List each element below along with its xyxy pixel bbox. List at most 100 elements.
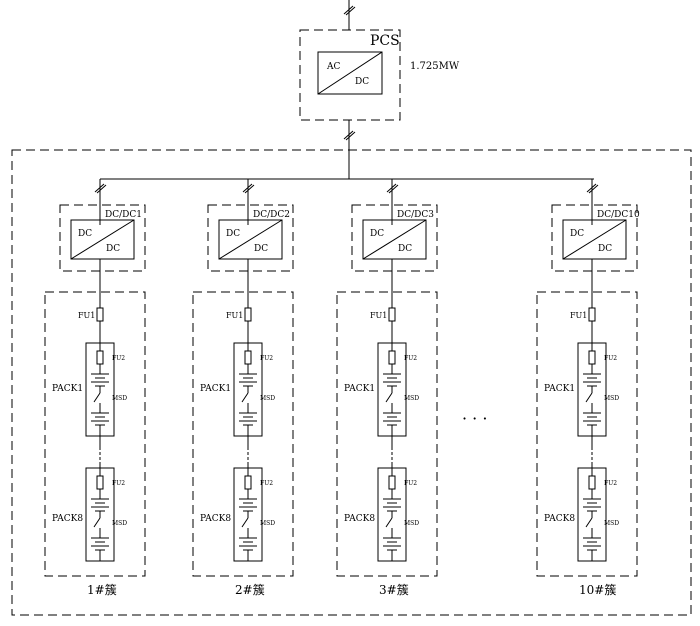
pack-top-fu2-label: FU2 <box>260 355 273 362</box>
pack-top-msd-switch <box>241 392 249 403</box>
pcs-title: PCS <box>370 33 400 49</box>
dcdc-converter-diagonal <box>362 219 427 260</box>
dcdc-label: DC/DC2 <box>253 210 290 220</box>
pack-bottom-fu2-label: FU2 <box>404 480 417 487</box>
branch-slash <box>94 183 105 193</box>
pcs-input-slash-2 <box>345 6 356 16</box>
pcs-output-slash-2 <box>345 131 356 141</box>
pack-top-fu2-fuse <box>96 350 104 365</box>
branch-slash <box>586 183 597 193</box>
pack-top-msd-label: MSD <box>260 395 275 402</box>
pack-bottom-msd-switch <box>241 517 249 528</box>
branch-slash <box>242 183 253 193</box>
pack-top-msd-label: MSD <box>604 395 619 402</box>
fu1-label: FU1 <box>78 311 95 320</box>
pcs-input-slash <box>343 5 354 15</box>
cluster-box <box>336 291 438 577</box>
dcdc-box <box>59 204 146 272</box>
dcdc-converter-box <box>562 219 627 260</box>
dcdc-out-label: DC <box>598 244 612 254</box>
dcdc-out-label: DC <box>106 244 120 254</box>
branch-slash-2 <box>588 184 599 194</box>
pack-top-fu2-label: FU2 <box>112 355 125 362</box>
cluster-box <box>192 291 294 577</box>
fu1-fuse <box>388 307 396 322</box>
dcdc-box <box>351 204 438 272</box>
dcdc-converter-diagonal <box>218 219 283 260</box>
pack-bottom-label: PACK8 <box>544 514 575 524</box>
branch-slash <box>386 183 397 193</box>
dcdc-label: DC/DC1 <box>105 210 142 220</box>
branch-slash-2 <box>96 184 107 194</box>
cluster-box <box>536 291 638 577</box>
pack-bottom-fu2-fuse <box>96 475 104 490</box>
pack-top-fu2-fuse <box>244 350 252 365</box>
cluster-label: 3#簇 <box>379 582 409 597</box>
cluster-label: 10#簇 <box>579 582 616 597</box>
pcs-box <box>299 29 401 121</box>
fu1-label: FU1 <box>226 311 243 320</box>
pack-bottom-msd-switch <box>585 517 593 528</box>
dcdc-converter-box <box>70 219 135 260</box>
dcdc-converter-box <box>362 219 427 260</box>
fu1-fuse <box>96 307 104 322</box>
dcdc-box <box>207 204 294 272</box>
cluster-ellipsis: · · · <box>462 409 487 428</box>
pcs-converter-in: AC <box>326 62 340 72</box>
pack-top-fu2-fuse <box>588 350 596 365</box>
pack-top-msd-switch <box>93 392 101 403</box>
pack-bottom-fu2-fuse <box>388 475 396 490</box>
pcs-converter-diagonal <box>317 51 383 95</box>
fu1-fuse <box>588 307 596 322</box>
pcs-output-slash <box>343 130 354 140</box>
dcdc-in-label: DC <box>226 229 240 239</box>
dcdc-in-label: DC <box>370 229 384 239</box>
dcdc-label: DC/DC3 <box>397 210 434 220</box>
pcs-rating: 1.725MW <box>410 61 460 72</box>
dcdc-in-label: DC <box>78 229 92 239</box>
branch-slash-2 <box>244 184 255 194</box>
pack-bottom-fu2-fuse <box>244 475 252 490</box>
pack-bottom-label: PACK8 <box>344 514 375 524</box>
dcdc-out-label: DC <box>398 244 412 254</box>
pack-bottom-msd-switch <box>93 517 101 528</box>
pack-top-label: PACK1 <box>344 384 375 394</box>
dcdc-box <box>551 204 638 272</box>
fu1-label: FU1 <box>370 311 387 320</box>
pack-top-msd-label: MSD <box>404 395 419 402</box>
dcdc-converter-diagonal <box>70 219 135 260</box>
pack-bottom-label: PACK8 <box>52 514 83 524</box>
pack-bottom-msd-label: MSD <box>260 520 275 527</box>
pack-bottom-label: PACK8 <box>200 514 231 524</box>
pack-top-fu2-label: FU2 <box>404 355 417 362</box>
pack-bottom-fu2-fuse <box>588 475 596 490</box>
fu1-fuse <box>244 307 252 322</box>
dcdc-label: DC/DC10 <box>597 210 640 220</box>
dcdc-converter-diagonal <box>562 219 627 260</box>
pack-top-label: PACK1 <box>544 384 575 394</box>
pack-bottom-fu2-label: FU2 <box>604 480 617 487</box>
pack-bottom-fu2-label: FU2 <box>260 480 273 487</box>
pack-bottom-msd-label: MSD <box>404 520 419 527</box>
pack-top-fu2-label: FU2 <box>604 355 617 362</box>
pack-top-label: PACK1 <box>52 384 83 394</box>
fu1-label: FU1 <box>570 311 587 320</box>
branch-slash-2 <box>388 184 399 194</box>
pack-top-fu2-fuse <box>388 350 396 365</box>
pcs-converter-out: DC <box>355 77 369 87</box>
battery-system-enclosure <box>11 149 692 616</box>
pack-top-msd-label: MSD <box>112 395 127 402</box>
pack-top-msd-switch <box>385 392 393 403</box>
cluster-box <box>44 291 146 577</box>
dcdc-out-label: DC <box>254 244 268 254</box>
pack-bottom-msd-switch <box>385 517 393 528</box>
pack-bottom-msd-label: MSD <box>604 520 619 527</box>
pack-bottom-msd-label: MSD <box>112 520 127 527</box>
pack-top-msd-switch <box>585 392 593 403</box>
pack-bottom-fu2-label: FU2 <box>112 480 125 487</box>
